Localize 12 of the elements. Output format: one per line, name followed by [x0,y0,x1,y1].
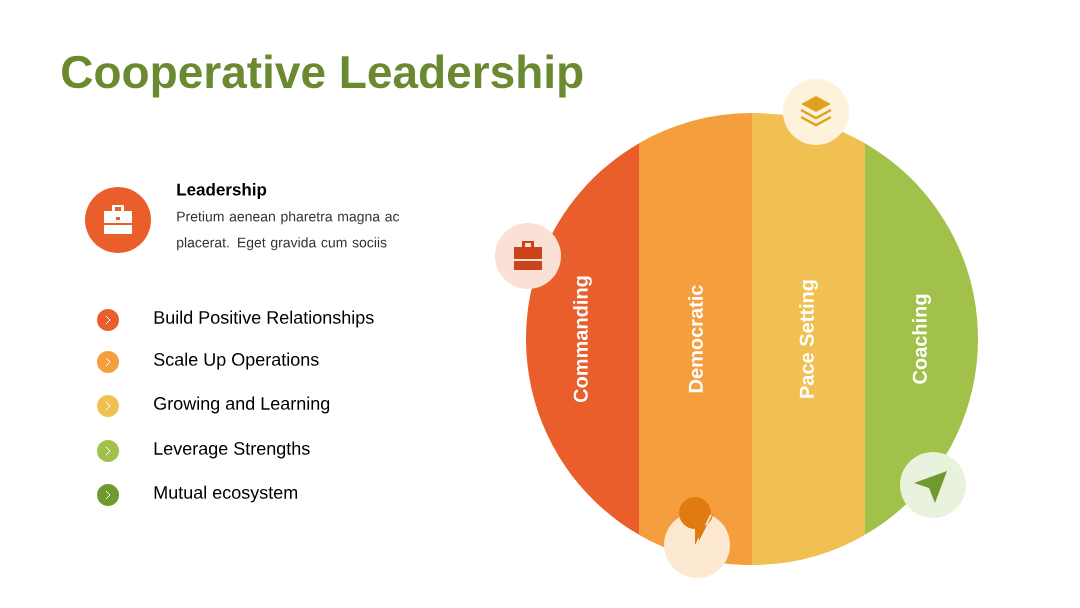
list-item: Leverage Strengths [154,441,310,459]
list-item: Mutual ecosystem [154,485,298,503]
band: Coaching [865,113,978,565]
band: Democratic [639,113,752,565]
list-item: Growing and Learning [154,396,330,414]
description: Pretium aenean pharetra magna ac placerat. Eget gravida cum sociis [177,211,400,251]
title: Cooperative Leadership [62,54,583,98]
list-item: Build Positive Relationships [154,310,374,328]
band: Pace Setting [752,113,865,565]
band: Commanding [526,113,639,565]
heading: Leadership [177,183,267,199]
list-item: Scale Up Operations [154,352,319,370]
